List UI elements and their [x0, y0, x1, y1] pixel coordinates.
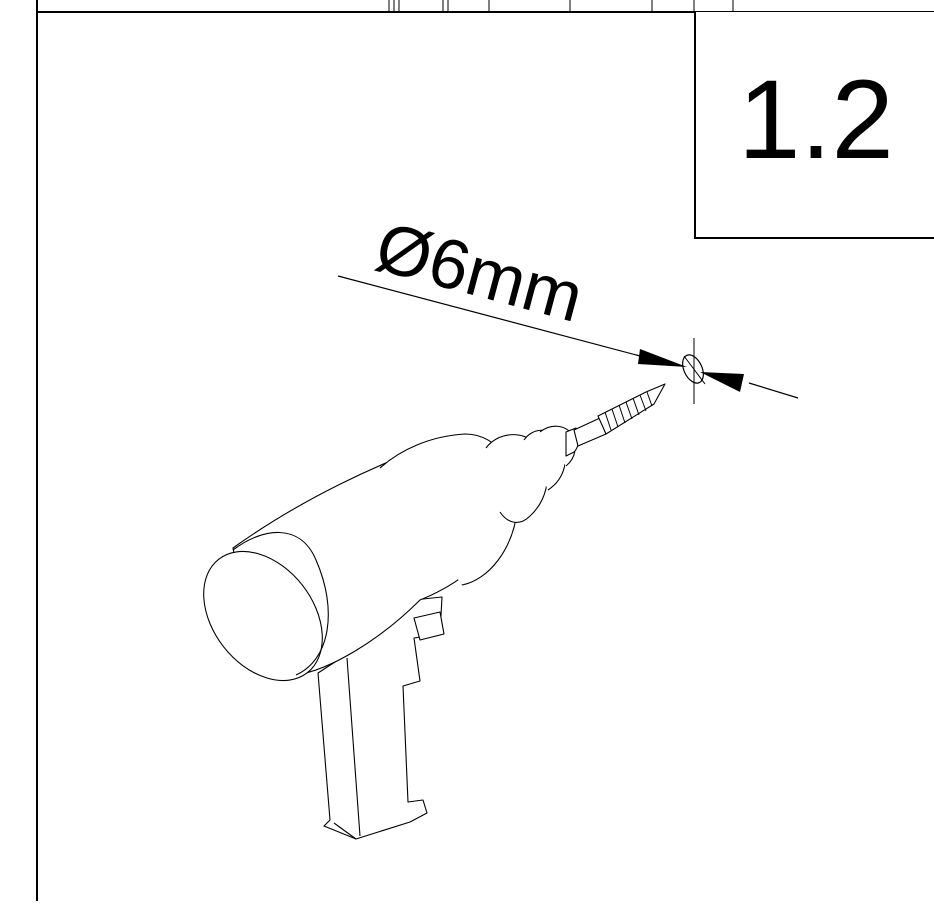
drill-rear-cap	[203, 550, 323, 682]
dimension-line	[337, 275, 641, 357]
drill-icon	[203, 383, 666, 840]
title-block-ticks	[388, 0, 734, 12]
drill-rear-cap-rim	[232, 531, 329, 676]
step-number-box: 1.2	[694, 12, 934, 239]
drill-bit-flutes	[604, 391, 653, 431]
dimension-label: Ø6mm	[368, 207, 591, 337]
drill-bit	[597, 383, 666, 435]
dimension-arrow-right	[700, 372, 744, 392]
dimension-arrow-left	[638, 349, 687, 367]
dimension-extension-line	[748, 382, 799, 399]
hole-slash	[683, 355, 706, 385]
drill-handle-edge	[333, 657, 361, 840]
hole-circle	[682, 354, 704, 384]
step-number: 1.2	[738, 57, 894, 182]
drill-trigger	[413, 611, 445, 641]
